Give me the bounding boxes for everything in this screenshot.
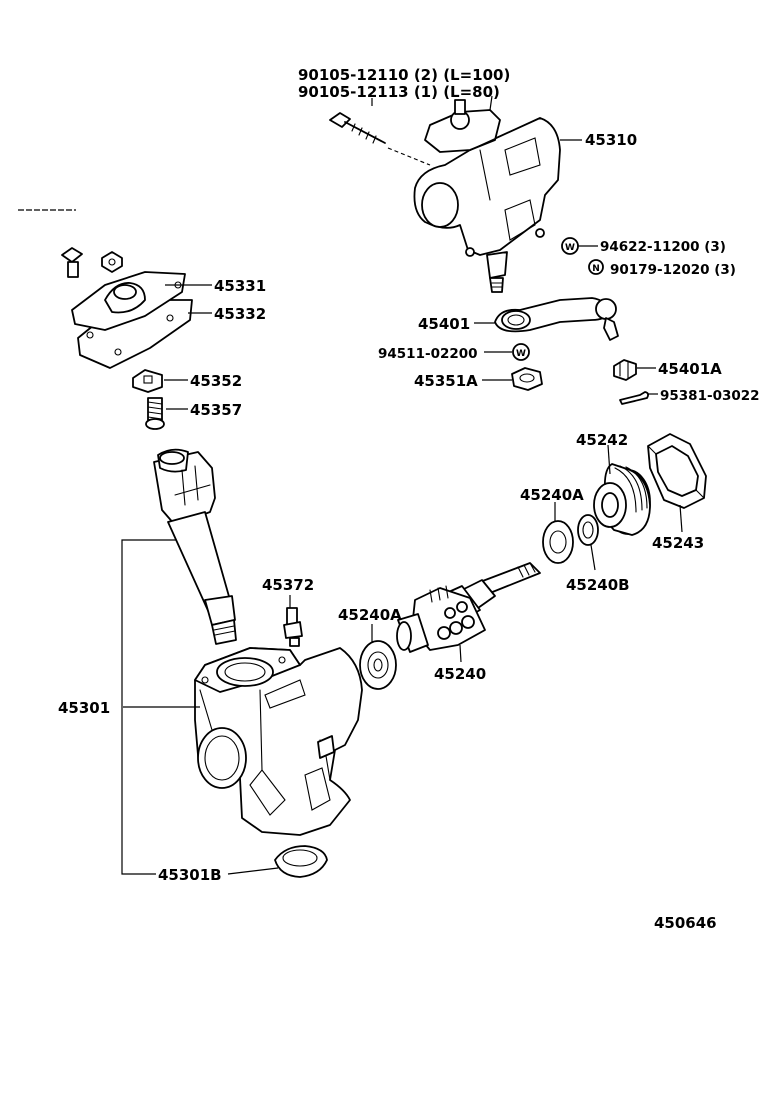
castle-nut-45401A <box>613 359 637 381</box>
label-bolt-a: 90105-12110 (2) (L=100) <box>298 66 510 84</box>
label-45332: 45332 <box>214 305 266 323</box>
small-nut <box>101 251 123 273</box>
cotter-pin-95381 <box>619 391 658 405</box>
leader-45240 <box>459 644 462 663</box>
label-45243: 45243 <box>652 534 704 552</box>
adjusting-screw-45357 <box>145 397 165 430</box>
housing-bolt <box>329 112 431 166</box>
label-45310: 45310 <box>585 131 637 149</box>
svg-text:N: N <box>592 264 600 274</box>
leader-45243 <box>679 504 683 533</box>
pitman-arm-45401 <box>494 297 619 341</box>
label-94511: 94511-02200 <box>378 346 478 362</box>
adjuster-plug-45242 <box>593 463 651 536</box>
bracket-45301 <box>121 539 176 875</box>
bleeder-screw-45372 <box>283 607 303 647</box>
diagram-number: 450646 <box>654 914 717 932</box>
label-45372: 45372 <box>262 576 314 594</box>
svg-text:W: W <box>516 349 526 359</box>
lock-nut-45243 <box>647 433 707 509</box>
label-45240A-lower: 45240A <box>338 606 402 624</box>
gear-housing-45301 <box>194 647 363 836</box>
svg-text:W: W <box>565 243 575 253</box>
oil-seal-45240B <box>577 514 599 546</box>
label-45401A: 45401A <box>658 360 722 378</box>
label-45240B: 45240B <box>566 576 630 594</box>
label-45401: 45401 <box>418 315 470 333</box>
label-45301: 45301 <box>58 699 110 717</box>
bearing-45240A-lower <box>359 640 397 690</box>
label-95381: 95381-03022 <box>660 388 760 404</box>
cover-and-gasket <box>71 271 193 369</box>
label-45242: 45242 <box>576 431 628 449</box>
lock-nut-45352 <box>132 369 163 393</box>
washer-94622: W <box>561 237 598 255</box>
bearing-45240A-upper <box>542 520 574 564</box>
bolt-leader-2 <box>489 95 493 111</box>
label-bolt-b: 90105-12113 (1) (L=80) <box>298 83 500 101</box>
label-90179: 90179-12020 (3) <box>610 262 736 278</box>
sector-shaft <box>153 448 237 645</box>
label-94622: 94622-11200 (3) <box>600 239 726 255</box>
gear-housing-assembly-45310 <box>413 99 561 293</box>
leader-45242 <box>607 444 611 475</box>
label-45301B: 45301B <box>158 866 222 884</box>
nut-45351A <box>511 367 543 391</box>
label-45357: 45357 <box>190 401 242 419</box>
oil-seal-45301B <box>274 845 328 878</box>
worm-shaft-45240 <box>396 562 541 653</box>
label-45351A: 45351A <box>414 372 478 390</box>
label-45352: 45352 <box>190 372 242 390</box>
label-45240A-upper: 45240A <box>520 486 584 504</box>
leader-45301B <box>227 867 279 875</box>
leader-45240B <box>590 544 596 571</box>
nut-90179: N <box>588 259 604 275</box>
small-bolt <box>61 247 83 278</box>
washer-94511: W <box>512 343 530 361</box>
label-45331: 45331 <box>214 277 266 295</box>
label-45240: 45240 <box>434 665 486 683</box>
